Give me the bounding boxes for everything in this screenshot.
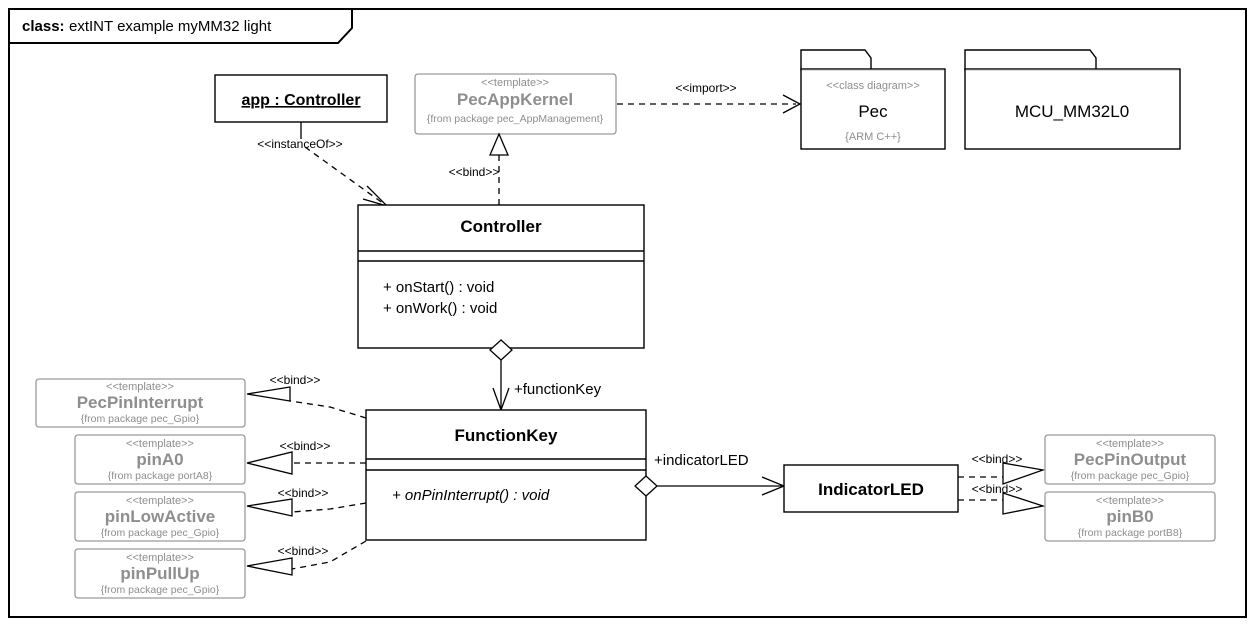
edge-bind-pinlowactive-arrowhead xyxy=(246,498,293,517)
template-pecpininterrupt[interactable] xyxy=(35,378,246,428)
template-pecpinoutput-stereotype: <<template>> xyxy=(1096,438,1164,450)
edge-bind-pina0-label: <<bind>> xyxy=(280,439,331,453)
instance-app-label: app : Controller xyxy=(241,92,360,109)
package-mcu-tab xyxy=(964,49,1097,71)
package-pec-title: Pec xyxy=(858,102,888,121)
template-pinlowactive-stereotype: <<template>> xyxy=(126,495,194,507)
package-pec[interactable] xyxy=(800,68,946,150)
diagram-frame xyxy=(8,8,1247,618)
diagram-frame-header xyxy=(8,8,353,44)
template-pina0-title: pinA0 xyxy=(136,450,183,469)
template-pina0-stereotype: <<template>> xyxy=(126,438,194,450)
edge-bind-pecpininterrupt-arrowhead xyxy=(246,386,291,402)
instance-app[interactable] xyxy=(214,74,388,123)
edge-bind-appkernel-label: <<bind>> xyxy=(449,165,500,179)
edge-bind-pinpullup-line xyxy=(291,540,367,570)
template-pinb0-title: pinB0 xyxy=(1106,507,1153,526)
edge-instanceof-line xyxy=(304,146,385,205)
edge-instanceof-label: <<instanceOf>> xyxy=(257,137,342,151)
class-controller-operation-1: + onWork() : void xyxy=(383,300,497,317)
edge-import-pec-label: <<import>> xyxy=(675,81,736,95)
edge-import-pec-arrowhead xyxy=(782,94,802,114)
template-pina0[interactable] xyxy=(74,434,246,485)
template-pinlowactive-title: pinLowActive xyxy=(105,507,216,526)
edge-bind-pinlowactive-line xyxy=(291,502,367,513)
class-indicatorled[interactable] xyxy=(783,464,959,513)
edge-bind-pina0-arrowhead xyxy=(246,451,293,475)
edge-bind-pinpullup-arrowhead xyxy=(246,557,293,576)
class-functionkey[interactable] xyxy=(365,409,647,541)
edge-bind-pinb0-label: <<bind>> xyxy=(972,482,1023,496)
class-functionkey-title: FunctionKey xyxy=(455,426,558,445)
template-pecappkernel-stereotype: <<template>> xyxy=(481,77,549,89)
package-mcu-mm32l0-title: MCU_MM32L0 xyxy=(1015,102,1129,121)
template-pecpinoutput-title: PecPinOutput xyxy=(1074,450,1187,469)
template-pecappkernel-title: PecAppKernel xyxy=(457,90,573,109)
class-controller[interactable] xyxy=(357,204,645,349)
template-pinpullup-stereotype: <<template>> xyxy=(126,552,194,564)
template-pinb0-from: {from package portB8} xyxy=(1078,527,1183,539)
edge-bind-appkernel-arrowhead xyxy=(489,132,509,156)
template-pinlowactive[interactable] xyxy=(74,491,246,542)
class-functionkey-operation-0: + onPinInterrupt() : void xyxy=(392,487,550,504)
edge-bind-pinb0-arrowhead xyxy=(1002,492,1046,515)
template-pinb0-stereotype: <<template>> xyxy=(1096,495,1164,507)
class-indicatorled-title: IndicatorLED xyxy=(818,480,924,499)
package-pec-note: {ARM C++} xyxy=(845,131,901,143)
template-pinpullup-from: {from package pec_Gpio} xyxy=(101,584,220,596)
template-pecpininterrupt-title: PecPinInterrupt xyxy=(77,393,204,412)
role-indicatorled-label: +indicatorLED xyxy=(654,452,749,469)
edge-bind-pecpinoutput-label: <<bind>> xyxy=(972,452,1023,466)
edge-bind-pinlowactive-label: <<bind>> xyxy=(278,486,329,500)
package-pec-tab xyxy=(800,49,872,71)
frame-name-label: extINT example myMM32 light xyxy=(69,18,272,35)
template-pinb0[interactable] xyxy=(1044,491,1216,542)
edge-bind-pinpullup-label: <<bind>> xyxy=(278,544,329,558)
template-pecpinoutput-from: {from package pec_Gpio} xyxy=(1071,470,1190,482)
template-pecpininterrupt-stereotype: <<template>> xyxy=(106,381,174,393)
template-pecappkernel[interactable] xyxy=(414,73,617,135)
edge-bind-pecpininterrupt-line xyxy=(289,400,367,419)
edge-bind-pecpininterrupt-label: <<bind>> xyxy=(270,373,321,387)
class-controller-operation-0: + onStart() : void xyxy=(383,279,494,296)
template-pecpininterrupt-from: {from package pec_Gpio} xyxy=(81,413,200,425)
aggregation-indicatorled-diamond xyxy=(634,475,658,497)
edge-bind-pecpinoutput-arrowhead xyxy=(1002,462,1046,485)
package-pec-stereotype: <<class diagram>> xyxy=(826,80,920,92)
package-mcu-mm32l0[interactable] xyxy=(964,68,1181,150)
frame-kind-label: class: xyxy=(22,18,65,35)
template-pinlowactive-from: {from package pec_Gpio} xyxy=(101,527,220,539)
template-pecpinoutput[interactable] xyxy=(1044,434,1216,485)
template-pina0-from: {from package portA8} xyxy=(108,470,213,482)
edge-instanceof-arrowhead xyxy=(362,185,388,207)
template-pinpullup-title: pinPullUp xyxy=(120,564,199,583)
template-pinpullup[interactable] xyxy=(74,548,246,599)
class-controller-title: Controller xyxy=(460,217,542,236)
template-pecappkernel-from: {from package pec_AppManagement} xyxy=(427,113,604,125)
role-functionkey-label: +functionKey xyxy=(514,381,602,398)
